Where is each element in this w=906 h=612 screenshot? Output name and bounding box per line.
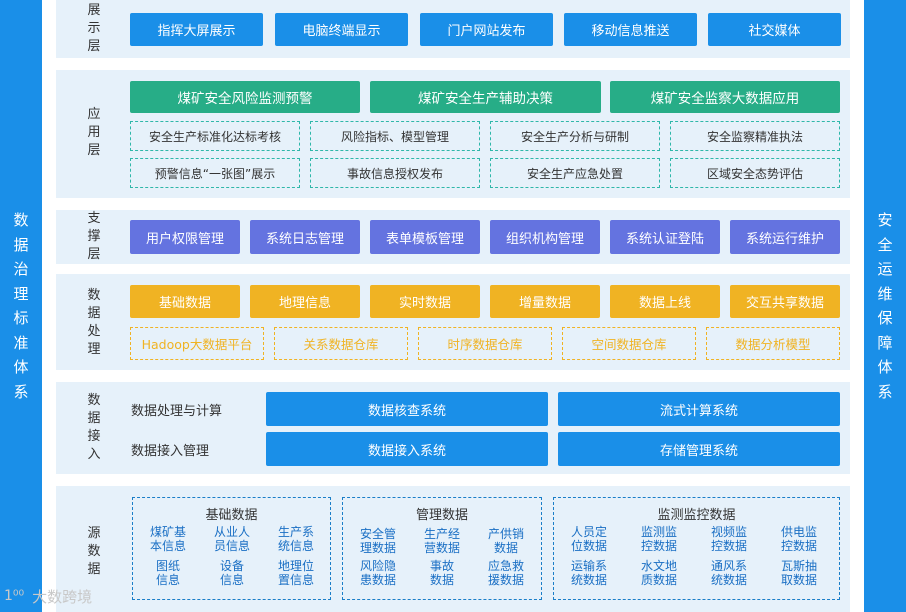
- watermark-text: 大数跨境: [32, 587, 93, 606]
- access-item-check: 数据核查系统: [266, 392, 548, 426]
- display-item-4: 移动信息推送: [564, 13, 697, 46]
- source-cell: 安全管 理数据: [359, 527, 396, 555]
- source-cell: 通风系 统数据: [710, 559, 747, 587]
- processing-item-5: 数据上线: [610, 285, 720, 318]
- source-group-title: 基础数据: [205, 508, 258, 523]
- access-item-stream: 流式计算系统: [558, 392, 840, 426]
- left-sidebar: 数据治理标准体系: [0, 0, 42, 612]
- source-layer-label: 源数据: [87, 526, 101, 577]
- source-group-management: [342, 497, 542, 600]
- source-cell: 地理位 置信息: [277, 559, 314, 587]
- source-cell: 监测监 控数据: [640, 525, 677, 553]
- support-item-4: 组织机构管理: [490, 220, 600, 254]
- application-item: 安全生产标准化达标考核: [130, 121, 300, 151]
- application-item: 安全监察精准执法: [670, 121, 840, 151]
- access-layer-label: 数据接入: [87, 393, 101, 462]
- processing-platform: Hadoop大数据平台: [130, 327, 264, 360]
- display-item-3: 门户网站发布: [420, 13, 553, 46]
- source-cell: 应急救 援数据: [487, 559, 524, 587]
- source-group-monitoring: [553, 497, 840, 600]
- source-cell: 事故 数据: [429, 559, 454, 587]
- source-cell: 运输系 统数据: [570, 559, 607, 587]
- processing-platform: 空间数据仓库: [562, 327, 696, 360]
- source-cell: 水文地 质数据: [640, 559, 677, 587]
- source-cell: 视频监 控数据: [710, 525, 747, 553]
- support-layer-label: 支撑层: [87, 211, 101, 262]
- source-cell: 煤矿基 本信息: [149, 525, 186, 553]
- display-item-1: 指挥大屏展示: [130, 13, 263, 46]
- application-top-3: 煤矿安全监察大数据应用: [610, 81, 840, 113]
- source-cell: 设备 信息: [219, 559, 244, 587]
- processing-item-3: 实时数据: [370, 285, 480, 318]
- display-item-5: 社交媒体: [708, 13, 841, 46]
- application-top-2: 煤矿安全生产辅助决策: [370, 81, 601, 113]
- access-row2-label: 数据接入管理: [131, 443, 210, 459]
- processing-item-1: 基础数据: [130, 285, 240, 318]
- right-sidebar-label: 安全运维保障体系: [877, 211, 893, 401]
- processing-layer-label: 数据处理: [87, 288, 101, 357]
- application-item: 风险指标、模型管理: [310, 121, 480, 151]
- application-item: 事故信息授权发布: [310, 158, 480, 188]
- watermark-logo-icon: 1⁰⁰: [4, 588, 25, 604]
- support-item-1: 用户权限管理: [130, 220, 240, 254]
- application-item: 预警信息“一张图”展示: [130, 158, 300, 188]
- application-item: 安全生产应急处置: [490, 158, 660, 188]
- processing-item-6: 交互共享数据: [730, 285, 840, 318]
- access-row1-label: 数据处理与计算: [131, 403, 223, 419]
- display-item-2: 电脑终端显示: [275, 13, 408, 46]
- source-cell: 生产系 统信息: [277, 525, 314, 553]
- support-item-2: 系统日志管理: [250, 220, 360, 254]
- application-item: 安全生产分析与研制: [490, 121, 660, 151]
- application-top-1: 煤矿安全风险监测预警: [130, 81, 360, 113]
- application-item: 区域安全态势评估: [670, 158, 840, 188]
- source-group-basic: [132, 497, 331, 600]
- support-item-5: 系统认证登陆: [610, 220, 720, 254]
- access-item-storage: 存储管理系统: [558, 432, 840, 466]
- source-group-title: 监测监控数据: [657, 508, 736, 523]
- source-cell: 生产经 营数据: [423, 527, 460, 555]
- processing-item-4: 增量数据: [490, 285, 600, 318]
- processing-platform: 数据分析模型: [706, 327, 840, 360]
- left-sidebar-label: 数据治理标准体系: [13, 211, 29, 401]
- source-cell: 风险隐 患数据: [359, 559, 396, 587]
- source-cell: 产供销 数据: [487, 527, 524, 555]
- source-cell: 人员定 位数据: [570, 525, 607, 553]
- display-layer-label: 展示层: [87, 3, 101, 54]
- source-layer: [56, 486, 850, 612]
- processing-platform: 关系数据仓库: [274, 327, 408, 360]
- processing-item-2: 地理信息: [250, 285, 360, 318]
- source-cell: 供电监 控数据: [780, 525, 817, 553]
- source-cell: 从业人 员信息: [213, 525, 250, 553]
- access-item-ingest: 数据接入系统: [266, 432, 548, 466]
- application-layer-label: 应用层: [87, 107, 101, 158]
- source-cell: 瓦斯抽 取数据: [780, 559, 817, 587]
- processing-platform: 时序数据仓库: [418, 327, 552, 360]
- support-item-6: 系统运行维护: [730, 220, 840, 254]
- source-group-title: 管理数据: [415, 508, 468, 523]
- source-cell: 图纸 信息: [155, 559, 180, 587]
- watermark: 1⁰⁰ 大数跨境: [4, 584, 134, 608]
- support-item-3: 表单模板管理: [370, 220, 480, 254]
- right-sidebar: 安全运维保障体系: [864, 0, 906, 612]
